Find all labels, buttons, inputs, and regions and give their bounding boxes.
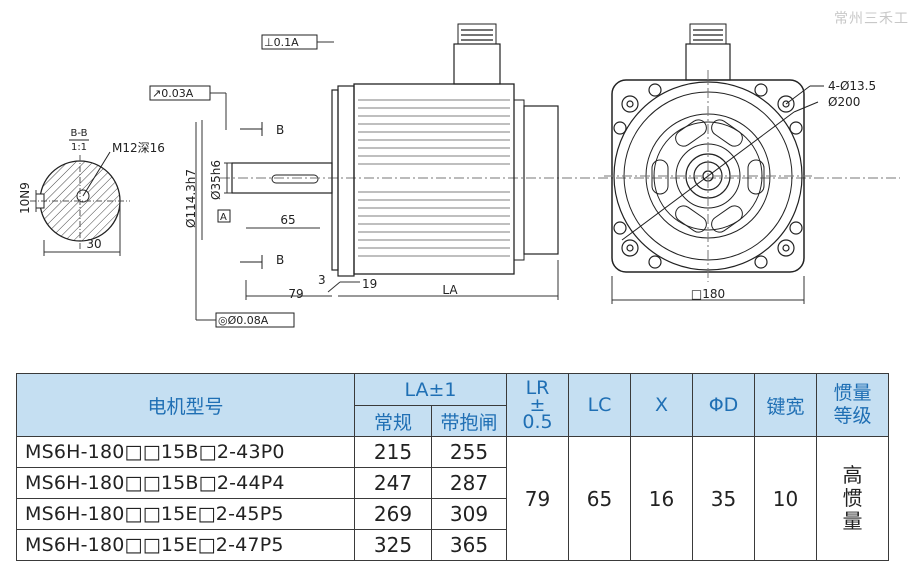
- datum-label: A: [220, 212, 227, 223]
- motor-body: [353, 83, 515, 275]
- holes-label: 4-Ø13.5: [828, 79, 876, 93]
- la-std-cell: 325: [354, 529, 432, 561]
- la-brake-cell: 255: [431, 436, 507, 468]
- la-length: LA: [442, 283, 458, 297]
- section-marker-top: B: [276, 123, 284, 137]
- thread-label: M12深16: [112, 141, 165, 155]
- header-la-std: 常规: [354, 405, 432, 437]
- header-la: LA±1: [354, 373, 507, 406]
- model-cell: MS6H-180□□15B□2-43P0: [16, 436, 355, 468]
- mounting-holes: [613, 83, 803, 269]
- la-std-cell: 215: [354, 436, 432, 468]
- x-cell: 16: [630, 436, 693, 561]
- table-row: MS6H-180□□15E□2-47P5 325 365: [16, 529, 889, 561]
- shaft-diameter: Ø35h6: [209, 160, 223, 200]
- flange-thickness: 3: [318, 273, 326, 287]
- la-brake-cell: 287: [431, 467, 507, 499]
- encoder: [523, 105, 559, 255]
- la-brake-cell: 309: [431, 498, 507, 530]
- spec-table: 电机型号 LA±1 LR ± 0.5 LC X ΦD 键宽 惯量 等级 常规 带…: [16, 373, 889, 561]
- header-lc: LC: [568, 373, 631, 437]
- header-lr-1: LR: [525, 376, 550, 399]
- inertia-char-1: 高: [842, 463, 863, 487]
- lr-cell: 79: [506, 436, 569, 561]
- inertia-cell: 高 惯 量: [816, 436, 889, 561]
- spigot: [331, 89, 339, 271]
- inertia-char-2: 惯: [842, 486, 863, 510]
- motor-dimension-drawing: B-B 1:1 M12深16 10N9 30 ⊥0.1A ↗0.03A ◎Ø0.…: [18, 23, 900, 328]
- watermark: 常州三禾工: [834, 11, 909, 27]
- header-la-brake: 带抱闸: [431, 405, 507, 437]
- concentric-tolerance: ◎Ø0.08A: [218, 314, 269, 327]
- section-marker-bottom: B: [276, 253, 284, 267]
- shaft-key: [271, 174, 319, 184]
- header-inertia-2: 等级: [833, 405, 872, 427]
- power-connector: [453, 43, 501, 85]
- la-std-cell: 247: [354, 467, 432, 499]
- pcd-label: Ø200: [828, 95, 860, 109]
- model-cell: MS6H-180□□15E□2-45P5: [16, 498, 355, 530]
- table-row: MS6H-180□□15B□2-43P0 215 255 79 65 16 35…: [16, 436, 889, 561]
- header-phid: ΦD: [692, 373, 755, 437]
- header-inertia: 惯量 等级: [816, 373, 889, 437]
- section-view: B-B 1:1 M12深16 10N9 30: [18, 128, 165, 256]
- key-height-label: 10N9: [18, 182, 32, 214]
- front-view: 4-Ø13.5 Ø200 □180: [604, 23, 876, 304]
- phid-cell: 35: [692, 436, 755, 561]
- header-lr-3: 0.5: [522, 410, 553, 433]
- header-lr-2: ±: [529, 393, 546, 416]
- header-key-width: 键宽: [754, 373, 817, 437]
- header-model: 电机型号: [16, 373, 355, 437]
- key-length: 65: [280, 213, 295, 227]
- header-x: X: [630, 373, 693, 437]
- key-width-cell: 10: [754, 436, 817, 561]
- model-cell: MS6H-180□□15E□2-47P5: [16, 529, 355, 561]
- perp-tolerance: ⊥0.1A: [264, 36, 299, 49]
- depth-label: 30: [86, 237, 101, 251]
- side-view: ⊥0.1A ↗0.03A ◎Ø0.08A: [149, 23, 900, 328]
- la-brake-cell: 365: [431, 529, 507, 561]
- spigot-diameter: Ø114.3h7: [184, 169, 198, 228]
- la-std-cell: 269: [354, 498, 432, 530]
- header-inertia-1: 惯量: [833, 382, 872, 404]
- flange-width: 19: [362, 277, 377, 291]
- inertia-char-3: 量: [842, 509, 863, 533]
- lr-length: 79: [288, 287, 303, 301]
- cooling-fins: [358, 99, 510, 257]
- runout-tolerance: ↗0.03A: [152, 87, 194, 100]
- flange: [337, 85, 355, 277]
- square-label: □180: [691, 287, 725, 301]
- section-title-top: B-B: [71, 128, 88, 139]
- section-title-bottom: 1:1: [71, 142, 87, 153]
- header-lr: LR ± 0.5: [506, 373, 569, 437]
- model-cell: MS6H-180□□15B□2-44P4: [16, 467, 355, 499]
- lc-cell: 65: [568, 436, 631, 561]
